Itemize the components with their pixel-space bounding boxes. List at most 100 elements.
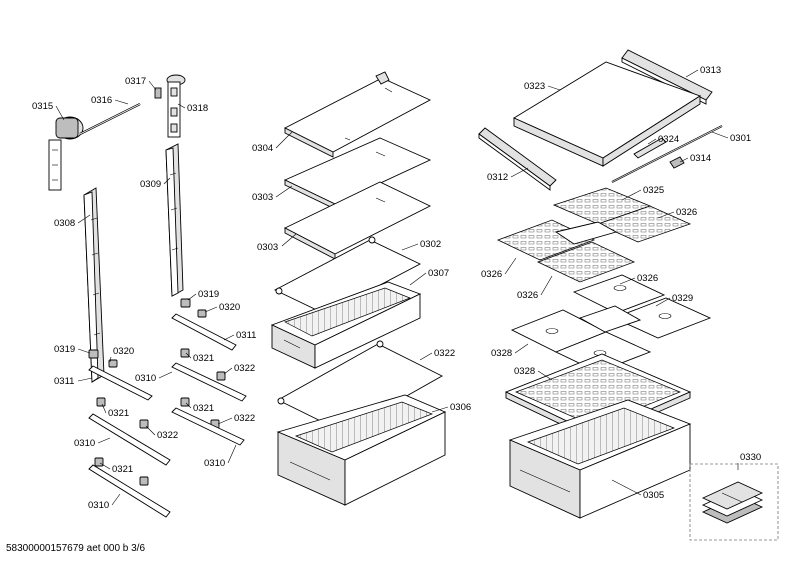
- part-number-label: 0323: [524, 81, 545, 92]
- callout-leader: [275, 185, 293, 198]
- part-number-label: 0312: [487, 172, 508, 183]
- part-number-label: 0325: [643, 185, 664, 196]
- part-number-label: 0311: [54, 376, 74, 387]
- part-number-label: 0303: [252, 192, 273, 203]
- part-number-label: 0307: [428, 268, 449, 279]
- callout-leader: [679, 157, 689, 163]
- callout-leader: [163, 177, 171, 185]
- callout-leader: [204, 306, 218, 313]
- glass-shelf-part: [283, 137, 432, 210]
- part-number-label: 0329: [672, 293, 693, 304]
- callout-leader: [114, 99, 129, 105]
- part-number-label: 0322: [234, 413, 255, 424]
- callout-leader: [619, 277, 636, 285]
- rod-part: [611, 125, 723, 183]
- part-number-label: 0310: [88, 500, 109, 511]
- bracket-part: [166, 74, 186, 138]
- part-number-label: 0322: [157, 430, 178, 441]
- callout-leader: [409, 272, 427, 286]
- drawer-cover-part: [273, 236, 422, 315]
- callout-leader: [148, 80, 157, 91]
- callout-leader: [77, 348, 91, 354]
- callout-leader: [647, 138, 657, 145]
- part-number-label: 0328: [514, 366, 535, 377]
- callout-leader: [510, 167, 529, 178]
- part-number-label: 0310: [204, 458, 225, 469]
- callout-leader: [223, 367, 233, 375]
- callout-leader: [158, 371, 173, 379]
- callout-leader: [514, 343, 529, 354]
- callout-leader: [431, 406, 449, 413]
- connecting-rod-part: [79, 103, 141, 135]
- callout-leader: [419, 352, 433, 361]
- part-number-label: 0310: [74, 438, 95, 449]
- callout-leader: [657, 211, 675, 219]
- part-number-label: 0305: [643, 490, 664, 501]
- part-number-label: 0318: [187, 103, 208, 114]
- callout-leader: [111, 493, 121, 506]
- crisper-drawer-part: [276, 394, 447, 506]
- drawing-number: 58300000157679 aet 000 b 3/6: [6, 543, 146, 554]
- part-number-label: 0326: [637, 273, 658, 284]
- callout-leader: [185, 402, 192, 409]
- callout-leader: [55, 105, 65, 121]
- part-number-label: 0308: [54, 218, 75, 229]
- clip-part: [154, 87, 162, 99]
- callout-leader: [540, 275, 553, 296]
- part-number-label: 0303: [257, 242, 278, 253]
- crisper-drawer-part: [270, 281, 422, 369]
- glass-shelf-part: [513, 61, 702, 167]
- mat-set: [510, 274, 712, 373]
- part-number-label: 0315: [32, 101, 53, 112]
- light-bar-part: [633, 137, 667, 159]
- part-number-label: 0321: [108, 408, 129, 419]
- part-number-label: 0324: [658, 134, 679, 145]
- part-number-label: 0304: [252, 143, 273, 154]
- clip-part: [669, 156, 685, 169]
- callout-leader: [145, 425, 156, 436]
- part-number-label: 0302: [420, 239, 441, 250]
- callout-leader: [537, 370, 553, 381]
- part-number-label: 0326: [481, 269, 502, 280]
- callout-leader: [217, 417, 233, 425]
- part-number-label: 0301: [730, 133, 751, 144]
- side-trim-part: [478, 127, 557, 191]
- grid-panel-set: [496, 187, 692, 283]
- callout-leader: [77, 377, 93, 382]
- part-number-label: 0319: [54, 344, 75, 355]
- part-number-label: 0317: [125, 76, 146, 87]
- part-number-label: 0322: [434, 348, 455, 359]
- part-number-label: 0321: [193, 353, 214, 364]
- large-drawer-part: [508, 399, 692, 519]
- callout-leader: [101, 403, 107, 414]
- callout-leader: [187, 293, 197, 301]
- callout-leader: [223, 334, 235, 341]
- glass-shelf-part: [284, 71, 432, 158]
- part-number-label: 0319: [198, 289, 219, 300]
- part-number-label: 0306: [450, 402, 471, 413]
- callout-leader: [275, 131, 293, 149]
- part-number-label: 0326: [517, 290, 538, 301]
- part-number-label: 0313: [700, 65, 721, 76]
- callout-leader: [611, 479, 642, 496]
- part-number-label: 0328: [491, 348, 512, 359]
- part-number-label: 0309: [140, 179, 161, 190]
- accessory-kit-box: [689, 463, 779, 541]
- callout-leader: [99, 462, 111, 470]
- callout-leader: [711, 131, 729, 139]
- part-number-label: 0311: [236, 330, 256, 341]
- callout-leader: [655, 297, 671, 307]
- callout-leader: [185, 352, 192, 359]
- callout-layer: 0301 0302 0303 0303 0304 0305 0306 0307 0308 0309…: [32, 65, 761, 511]
- light-housing-part: [48, 116, 84, 191]
- part-number-label: 0314: [690, 153, 711, 164]
- shelf-support-rails: [88, 313, 247, 518]
- part-number-label: 0330: [740, 452, 761, 463]
- callout-leader: [401, 243, 419, 251]
- part-number-label: 0321: [112, 464, 133, 475]
- callout-leader: [281, 233, 297, 247]
- part-number-label: 0316: [91, 95, 112, 106]
- callout-leader: [621, 189, 642, 201]
- callout-leader: [685, 69, 699, 78]
